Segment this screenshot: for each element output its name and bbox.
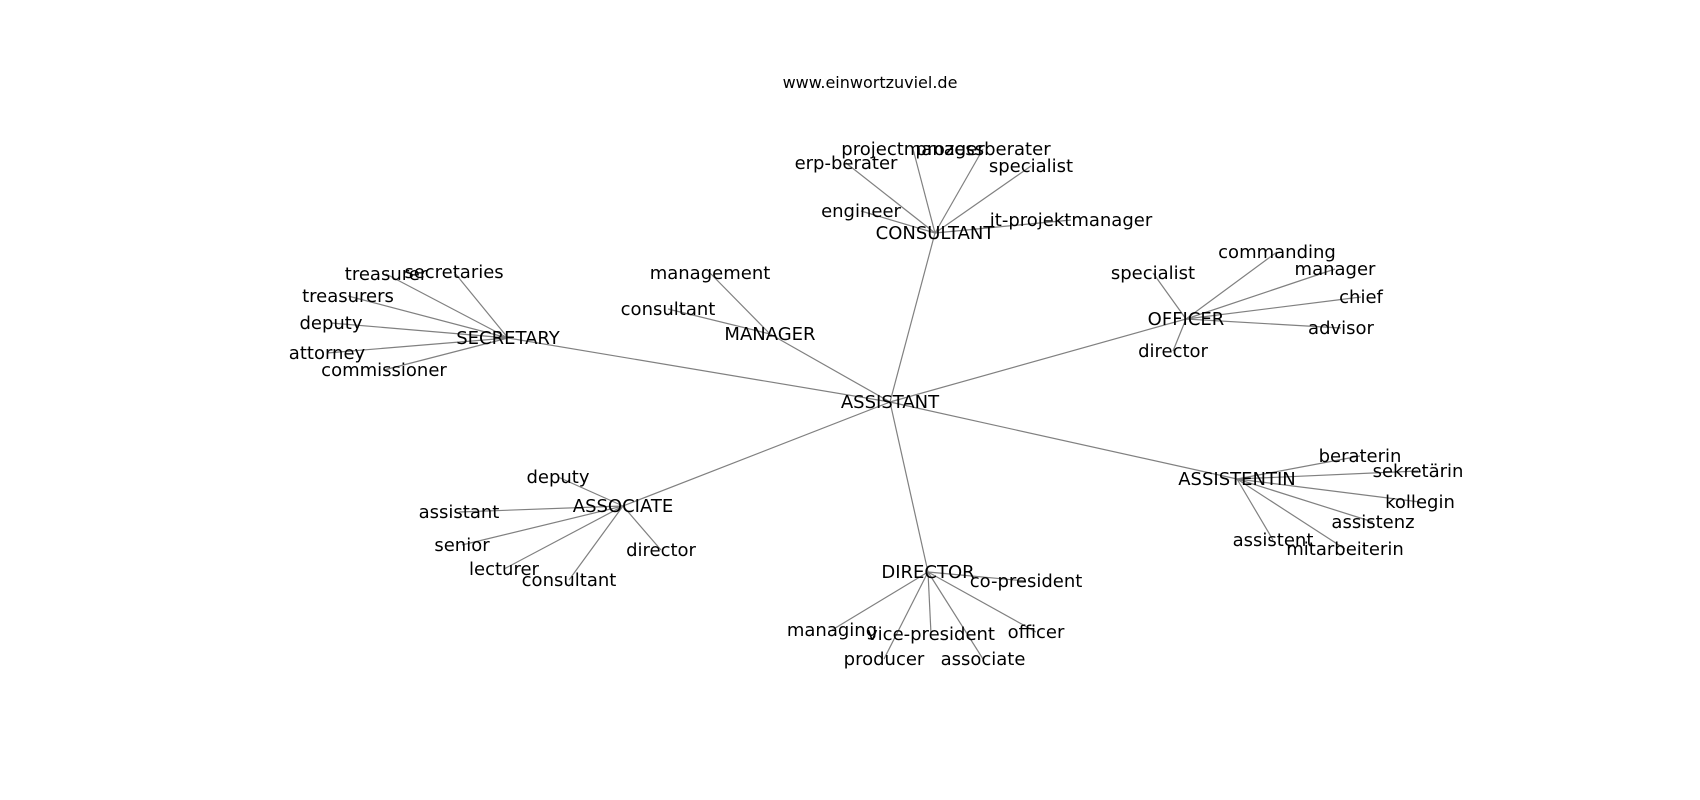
leaf-node-officer: advisor (1308, 318, 1375, 339)
leaf-node-secretary: treasurers (302, 286, 394, 307)
edge-assistentin-leaf (1236, 478, 1374, 523)
edge-secretary-leaf (385, 273, 509, 339)
leaf-node-assistentin: assistenz (1331, 512, 1414, 533)
edge-center-director (889, 401, 929, 573)
leaf-node-associate: lecturer (469, 559, 540, 580)
edge-assistentin-leaf (1236, 478, 1274, 541)
leaf-node-director: officer (1008, 622, 1065, 643)
leaf-node-secretary: secretaries (404, 262, 503, 283)
edge-officer-leaf (1172, 318, 1187, 352)
leaf-node-consultant: erp-berater (795, 153, 898, 174)
edge-consultant-leaf (934, 148, 984, 234)
edge-consultant-leaf (860, 210, 936, 234)
edge-manager-leaf (667, 308, 771, 335)
hub-node-assistentin: ASSISTENTIN (1178, 469, 1296, 490)
leaf-node-secretary: deputy (299, 313, 362, 334)
edge-assistentin-leaf (1236, 478, 1346, 550)
leaf-node-consultant: engineer (821, 201, 901, 222)
leaf-node-assistentin: assistent (1233, 530, 1314, 551)
edge-center-associate (622, 401, 891, 507)
site-title: www.einwortzuviel.de (783, 73, 958, 92)
leaf-node-officer: director (1138, 341, 1208, 362)
edge-director-leaf (883, 571, 929, 660)
edge-center-consultant (889, 232, 936, 403)
edge-officer-leaf (1185, 251, 1278, 320)
edge-associate-leaf (568, 505, 624, 581)
leaf-node-manager: consultant (621, 299, 716, 320)
leaf-node-secretary: attorney (289, 343, 366, 364)
edge-consultant-leaf (934, 219, 1072, 234)
leaf-node-consultant: prozessberater (915, 139, 1051, 160)
edge-consultant-leaf (912, 148, 936, 234)
leaf-node-associate: senior (434, 535, 490, 556)
leaf-node-manager: management (650, 263, 771, 284)
leaf-node-assistentin: beraterin (1319, 446, 1402, 467)
edge-director-leaf (927, 571, 932, 635)
edge-secretary-leaf (326, 337, 509, 354)
edge-director-leaf (927, 571, 1037, 633)
leaf-node-assistentin: mitarbeiterin (1286, 539, 1403, 560)
leaf-node-secretary: commissioner (321, 360, 447, 381)
edge-assistentin-leaf (1236, 478, 1421, 503)
edge-officer-leaf (1152, 272, 1187, 320)
hub-node-associate: ASSOCIATE (573, 496, 674, 517)
edge-associate-leaf (461, 505, 624, 546)
hub-node-manager: MANAGER (724, 324, 815, 345)
leaf-node-secretary: treasurer (345, 264, 428, 285)
label-layer: ASSISTANT CONSULTANT projectmanagerprozess… (289, 139, 1464, 670)
edge-associate-leaf (557, 476, 624, 507)
edge-assistentin-leaf (1236, 470, 1419, 480)
leaf-node-director: associate (941, 649, 1026, 670)
leaf-node-consultant: it-projektmanager (990, 210, 1153, 231)
leaf-node-officer: chief (1339, 287, 1383, 308)
leaf-node-director: producer (844, 649, 925, 670)
edge-director-leaf (927, 571, 1027, 582)
edge-officer-leaf (1185, 296, 1362, 320)
edge-secretary-leaf (347, 295, 509, 339)
edge-officer-leaf (1185, 268, 1336, 320)
edge-associate-leaf (503, 505, 624, 570)
edge-secretary-leaf (383, 337, 509, 371)
edge-center-secretary (507, 337, 891, 403)
edge-center-assistentin (889, 401, 1238, 480)
edge-secretary-leaf (330, 322, 509, 339)
hub-node-consultant: CONSULTANT (876, 223, 996, 244)
edge-center-manager (769, 333, 891, 403)
edge-associate-leaf (622, 505, 662, 551)
leaf-node-director: managing (787, 620, 877, 641)
hub-node-secretary: SECRETARY (456, 328, 561, 349)
leaf-node-director: co-president (970, 571, 1083, 592)
edge-director-leaf (831, 571, 929, 631)
leaf-node-director: vice-president (867, 624, 995, 645)
edge-layer (326, 148, 1421, 660)
leaf-node-consultant: specialist (989, 156, 1073, 177)
leaf-node-assistentin: kollegin (1385, 492, 1455, 513)
edge-director-leaf (927, 571, 984, 660)
leaf-node-assistentin: sekretärin (1373, 461, 1464, 482)
leaf-node-associate: assistant (419, 502, 500, 523)
leaf-node-consultant: projectmanager (841, 139, 985, 160)
edge-manager-leaf (709, 272, 771, 335)
leaf-node-associate: deputy (526, 467, 589, 488)
edge-officer-leaf (1185, 318, 1342, 329)
edge-consultant-leaf (845, 162, 936, 234)
edge-associate-leaf (458, 505, 624, 513)
hub-node-officer: OFFICER (1148, 309, 1225, 330)
edge-secretary-leaf (453, 271, 509, 339)
hub-node-director: DIRECTOR (881, 562, 974, 583)
leaf-node-officer: manager (1295, 259, 1377, 280)
edge-consultant-leaf (934, 165, 1032, 234)
leaf-node-officer: commanding (1218, 242, 1336, 263)
center-node-label: ASSISTANT (841, 392, 940, 413)
leaf-node-associate: consultant (522, 570, 617, 591)
leaf-node-associate: director (626, 540, 696, 561)
leaf-node-officer: specialist (1111, 263, 1195, 284)
edge-center-officer (889, 318, 1187, 403)
edge-assistentin-leaf (1236, 455, 1361, 480)
